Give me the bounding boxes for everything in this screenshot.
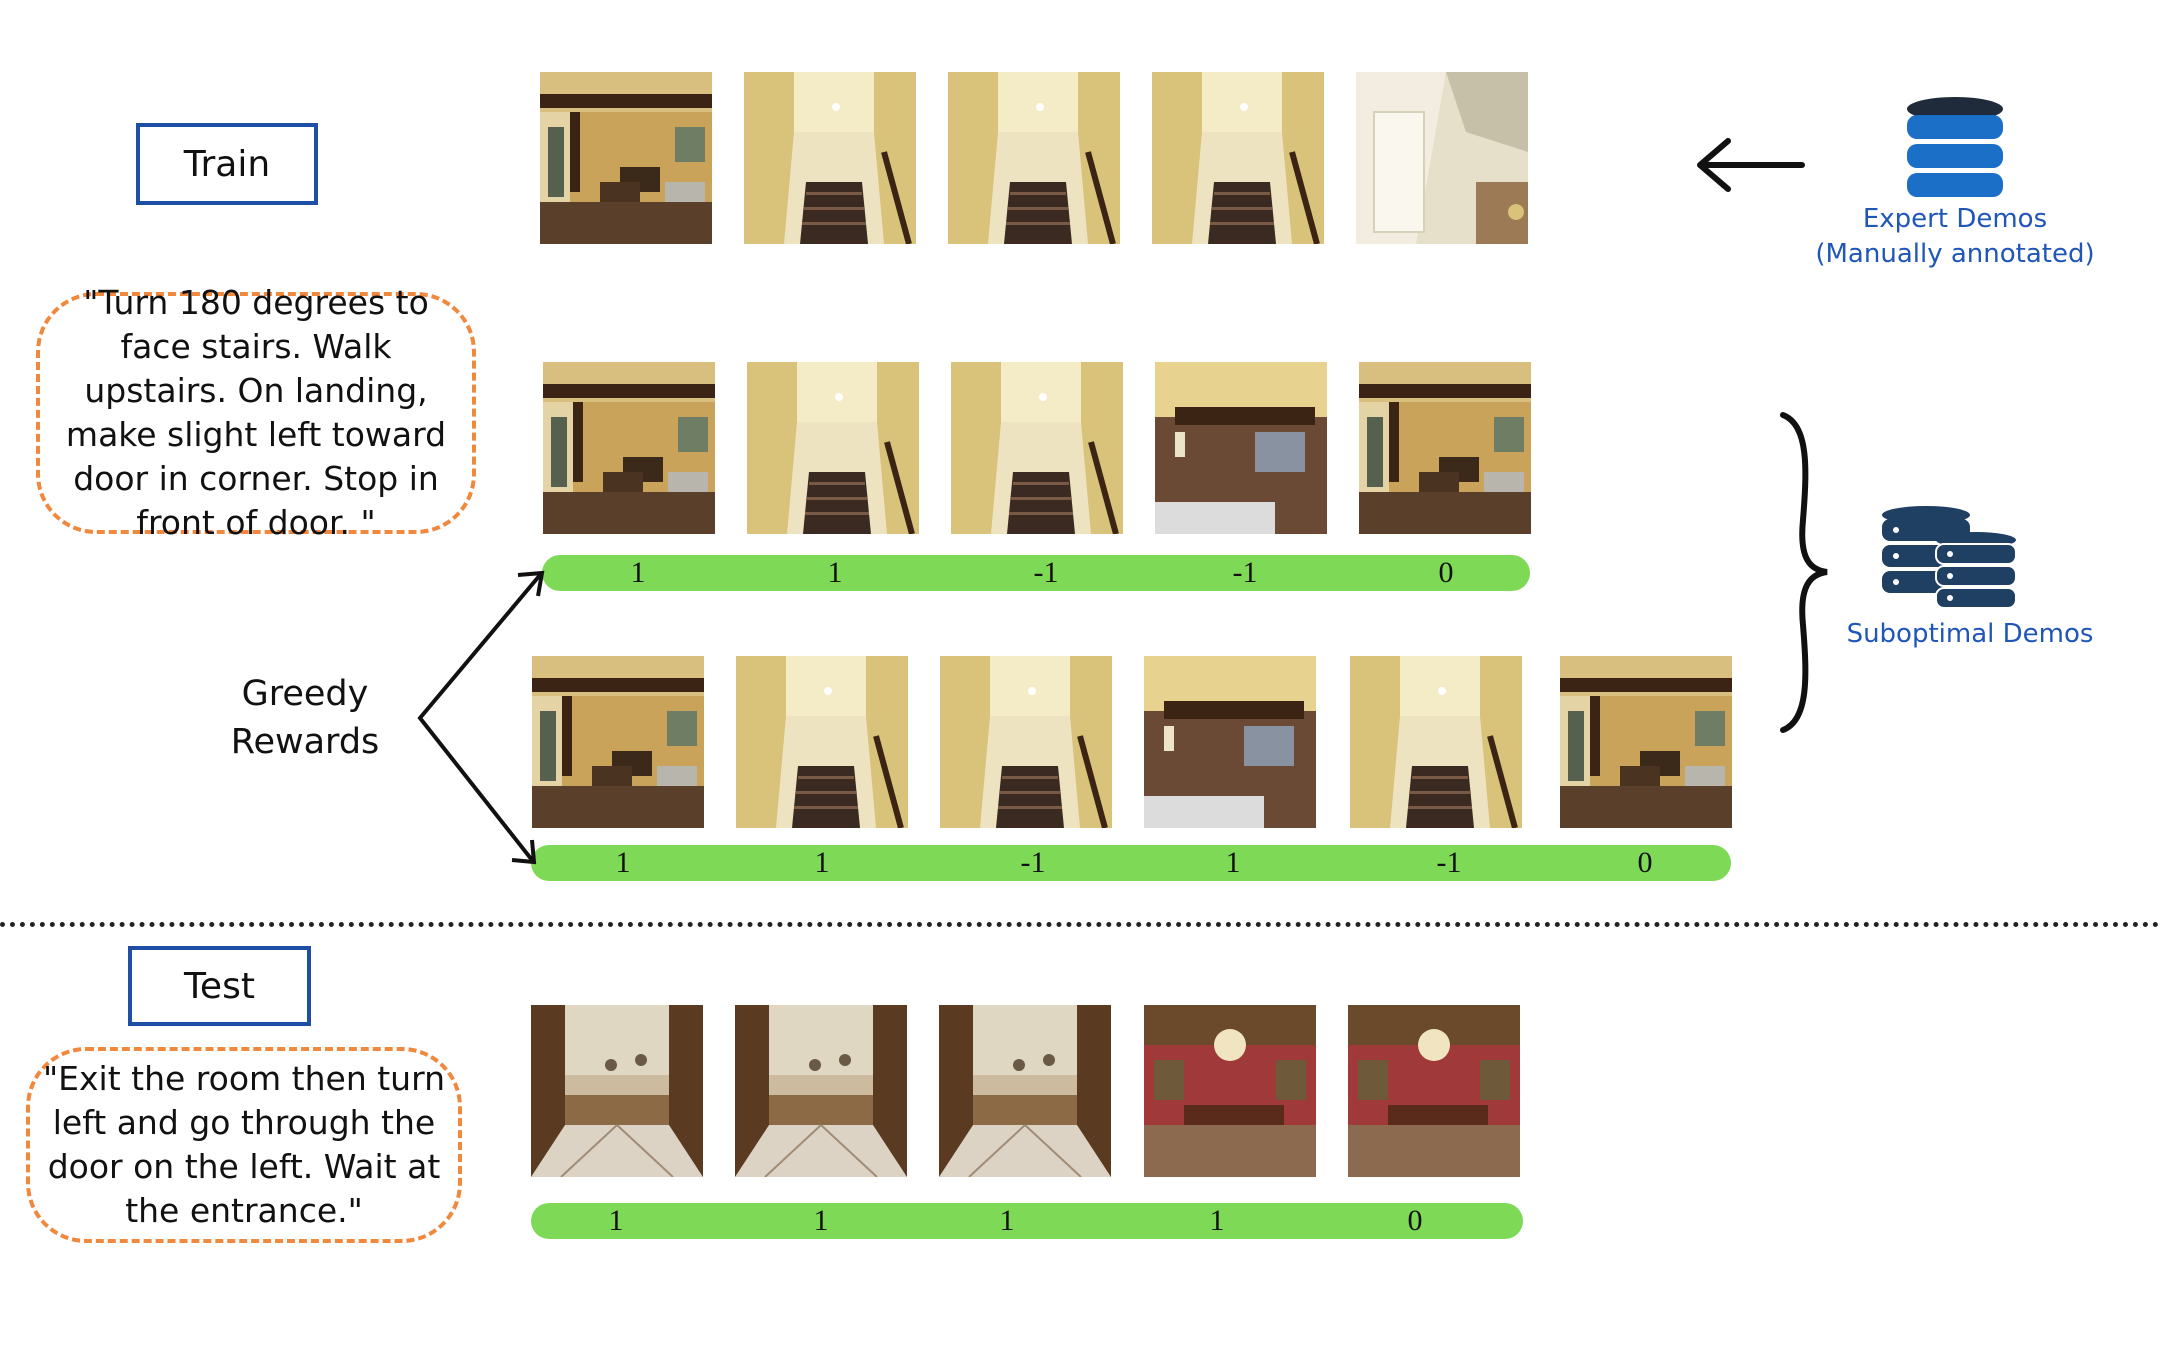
observation-frame: [747, 362, 919, 534]
observation-frame: [540, 72, 712, 244]
servers-icon: [1882, 506, 2017, 609]
observation-frame: [735, 1005, 907, 1177]
observation-frame: [531, 1005, 703, 1177]
observation-frame: [1356, 72, 1528, 244]
reward-bar-test: 1 1 1 1 0: [531, 1203, 1523, 1239]
reward-value: 1: [608, 1204, 624, 1237]
observation-frame: [940, 656, 1112, 828]
test-label: Test: [128, 946, 311, 1026]
reward-value: 0: [1407, 1204, 1423, 1237]
expert-demos-subtitle: (Manually annotated): [1815, 239, 2095, 269]
observation-frame: [532, 656, 704, 828]
train-label: Train: [136, 123, 318, 205]
observation-frame: [1348, 1005, 1520, 1177]
reward-value: 1: [814, 846, 830, 879]
reward-value: 0: [1637, 846, 1653, 879]
reward-value: -1: [1033, 556, 1059, 589]
train-test-divider: [0, 922, 2160, 927]
reward-value: 1: [827, 556, 843, 589]
greedy-rewards-label: Greedy Rewards: [220, 670, 390, 766]
reward-value: 1: [1209, 1204, 1225, 1237]
reward-value: 0: [1438, 556, 1454, 589]
observation-frame: [1144, 656, 1316, 828]
reward-bar-1: 1 1 -1 -1 0: [542, 555, 1530, 591]
observation-frame: [1152, 72, 1324, 244]
observation-frame: [1359, 362, 1531, 534]
observation-frame: [744, 72, 916, 244]
observation-frame: [948, 72, 1120, 244]
train-instruction: "Turn 180 degrees to face stairs. Walk u…: [36, 283, 476, 542]
reward-bar-2: 1 1 -1 1 -1 0: [531, 845, 1731, 881]
test-instruction: "Exit the room then turn left and go thr…: [26, 1047, 462, 1243]
database-icon: [1907, 97, 2003, 197]
greedy-arrows: [417, 570, 545, 865]
reward-value: 1: [999, 1204, 1015, 1237]
suboptimal-demos-label: Suboptimal Demos: [1846, 619, 2094, 649]
greedy-line-1: Greedy: [241, 674, 369, 714]
reward-value: 1: [1225, 846, 1241, 879]
reward-value: 1: [630, 556, 646, 589]
observation-frame: [1155, 362, 1327, 534]
left-arrow-icon: [1697, 138, 1805, 192]
reward-value: 1: [813, 1204, 829, 1237]
observation-frame: [1144, 1005, 1316, 1177]
observation-frame: [939, 1005, 1111, 1177]
expert-demos-label: Expert Demos (Manually annotated): [1800, 202, 2110, 272]
greedy-line-2: Rewards: [230, 722, 380, 762]
curly-brace: [1780, 412, 1828, 733]
reward-value: -1: [1020, 846, 1046, 879]
expert-demos-title: Expert Demos: [1862, 204, 2048, 234]
observation-frame: [1350, 656, 1522, 828]
observation-frame: [1560, 656, 1732, 828]
observation-frame: [951, 362, 1123, 534]
observation-frame: [736, 656, 908, 828]
reward-value: -1: [1436, 846, 1462, 879]
reward-value: 1: [615, 846, 631, 879]
observation-frame: [543, 362, 715, 534]
reward-value: -1: [1232, 556, 1258, 589]
